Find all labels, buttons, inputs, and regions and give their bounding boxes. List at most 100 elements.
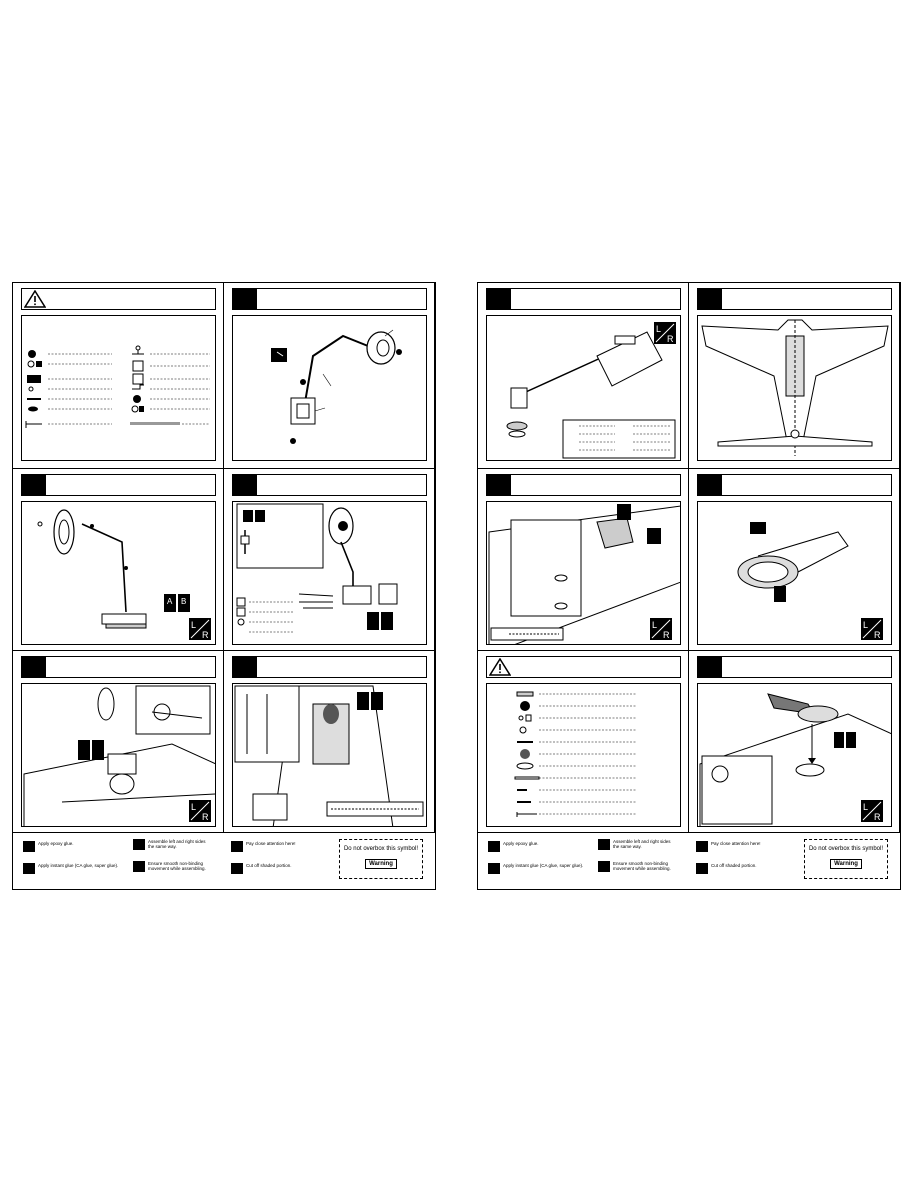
legend-instant: Apply instant glue (CA glue, super glue)… (503, 863, 584, 868)
wheel-well-install-diagram (699, 693, 891, 826)
lr-icon (598, 839, 610, 850)
landing-gear-diagram (271, 329, 402, 444)
control-horn-diagram (488, 504, 680, 644)
gear-mount-diagram (236, 503, 398, 633)
epoxy-ab-icon (488, 841, 500, 852)
step-landing-gear-assembly (224, 283, 435, 469)
lr-r-label: R (874, 812, 881, 822)
wheel-well-diagram (737, 522, 849, 602)
step-number-badge (233, 289, 257, 309)
step-diagram-box (232, 683, 427, 827)
lr-l-label: L (863, 620, 868, 630)
step-diagram-box (232, 501, 427, 645)
legend-lr: Assemble left and right sides the same w… (613, 839, 671, 849)
legend-lr: Assemble left and right sides the same w… (148, 839, 206, 849)
step-number-badge (22, 657, 46, 677)
step-number-badge (233, 475, 257, 495)
step-nose-gear-install (224, 651, 435, 833)
parts-list-diagram (25, 345, 210, 428)
lr-r-label: R (663, 630, 670, 640)
step-parts-list-left (13, 283, 224, 469)
attention-hand-icon (696, 841, 708, 852)
step-number-badge (698, 657, 722, 677)
step-number-badge (487, 475, 511, 495)
lr-l-label: L (191, 620, 196, 630)
smooth-movement-icon (598, 861, 610, 872)
lr-l-label: L (191, 802, 196, 812)
step-gear-mount (224, 469, 435, 651)
step-airframe-overview (689, 283, 900, 469)
step-number-badge (487, 289, 511, 309)
cut-icon (696, 863, 708, 874)
lr-r-label: R (202, 812, 209, 822)
lr-r-label: R (667, 334, 674, 344)
warning-triangle-icon (489, 658, 511, 676)
legend-epoxy: Apply epoxy glue. (503, 841, 539, 846)
wing-gear-diagram (23, 685, 215, 826)
smooth-movement-icon (133, 861, 145, 872)
legend-bar: Apply epoxy glue. Apply instant glue (CA… (13, 833, 435, 890)
step-number-badge (22, 475, 46, 495)
legend-cut: Cut off shaded portion. (246, 863, 292, 868)
parts-list-diagram (514, 691, 637, 817)
nose-gear-diagram (234, 685, 424, 826)
lr-r-label: R (874, 630, 881, 640)
overbox-warning: Do not overbox this symbol! Warning (339, 839, 423, 879)
lr-l-label: L (652, 620, 657, 630)
warning-label: Warning (365, 859, 397, 869)
step-diagram-box (697, 315, 892, 461)
cut-icon (231, 863, 243, 874)
lr-l-label: L (656, 324, 661, 334)
legend-bar: Apply epoxy glue. Apply instant glue (CA… (478, 833, 900, 890)
epoxy-b-label: B (181, 597, 186, 606)
legend-smooth: Ensure smooth non-binding movement while… (148, 861, 206, 871)
legend-attention: Pay close attention here! (711, 841, 761, 846)
legend-instant: Apply instant glue (CA glue, super glue)… (38, 863, 119, 868)
overbox-warning: Do not overbox this symbol! Warning (804, 839, 888, 879)
ca-glue-icon (23, 863, 35, 874)
lr-r-label: R (202, 630, 209, 640)
warning-triangle-icon (24, 290, 46, 308)
lr-l-label: L (863, 802, 868, 812)
legend-cut: Cut off shaded portion. (711, 863, 757, 868)
warning-label: Warning (830, 859, 862, 869)
attention-hand-icon (231, 841, 243, 852)
legend-smooth: Ensure smooth non-binding movement while… (613, 861, 671, 871)
step-parts-list-right (478, 651, 689, 833)
parts-list-box (486, 683, 681, 827)
epoxy-ab-icon (23, 841, 35, 852)
step-number-badge (233, 657, 257, 677)
lr-icon (133, 839, 145, 850)
overbox-text: Do not overbox this symbol! (808, 846, 884, 852)
ca-glue-icon (488, 863, 500, 874)
step-diagram-box (232, 315, 427, 461)
overbox-text: Do not overbox this symbol! (343, 846, 419, 852)
servo-pushrod-diagram (506, 331, 676, 459)
step-number-badge (698, 289, 722, 309)
legend-epoxy: Apply epoxy glue. (38, 841, 74, 846)
epoxy-a-label: A (167, 597, 173, 606)
airframe-topview-diagram (701, 319, 889, 456)
parts-list-box (21, 315, 216, 461)
